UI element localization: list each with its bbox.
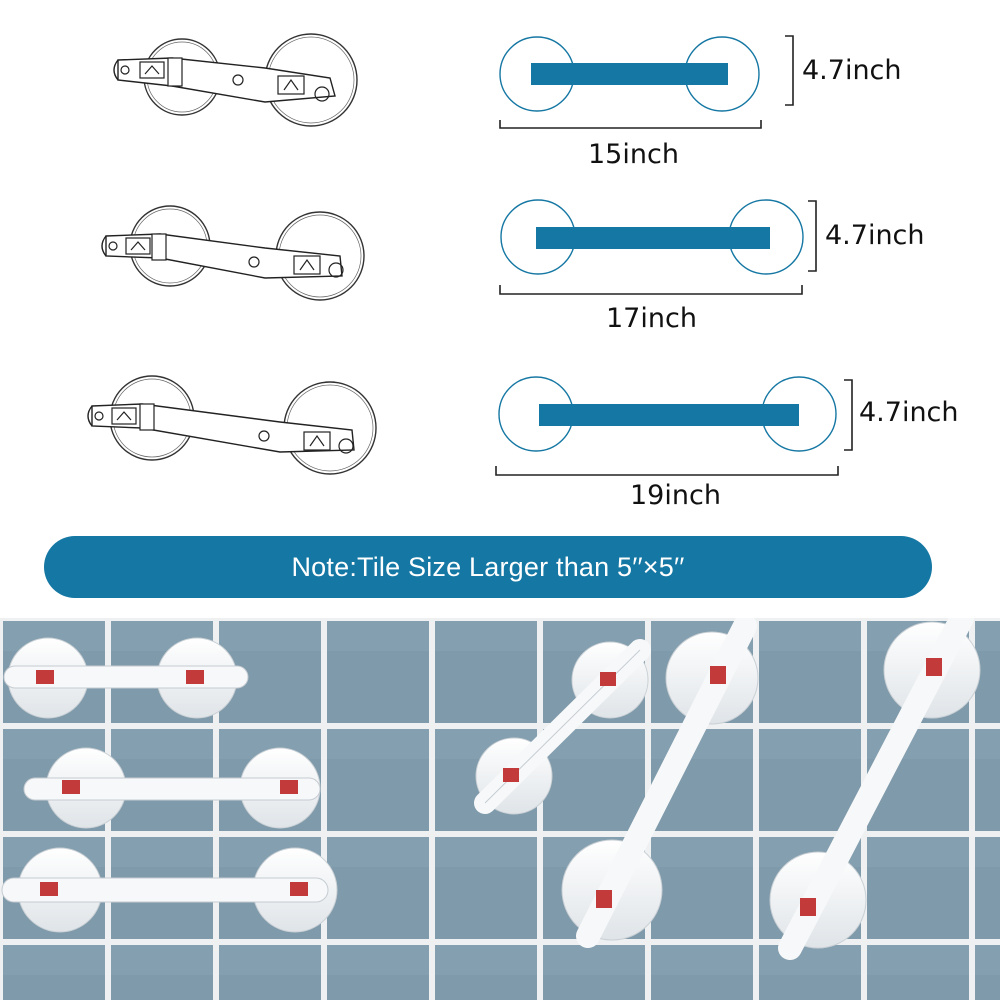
grab-bar-medium-photo: [23, 747, 321, 829]
size-17-schematic: [499, 199, 817, 295]
size-19-schematic: [495, 376, 853, 476]
grab-bar-15-drawing: [113, 33, 358, 127]
tile-wall-photo: [0, 618, 1000, 1000]
height-label-19: 4.7inch: [859, 397, 959, 428]
grab-bar-diagonal-medium-photo: [561, 618, 759, 948]
grab-bar-19-drawing: [87, 375, 377, 475]
size-diagram: [87, 33, 853, 476]
grab-bar-17-drawing: [101, 205, 365, 301]
height-label-15: 4.7inch: [802, 55, 902, 86]
tile-size-note-text: Note:Tile Size Larger than 5′′×5′′: [291, 551, 685, 582]
tile-size-note-banner: Note:Tile Size Larger than 5′′×5′′: [44, 536, 932, 598]
width-label-19: 19inch: [630, 480, 721, 511]
width-label-17: 17inch: [606, 303, 697, 334]
grab-bar-large-photo: [1, 847, 338, 933]
size-15-schematic: [499, 35, 794, 129]
height-label-17: 4.7inch: [825, 220, 925, 251]
grab-bar-small-photo: [3, 637, 249, 719]
width-label-15: 15inch: [588, 139, 679, 170]
grab-bar-diagonal-small-photo: [474, 639, 651, 815]
grab-bar-diagonal-large-photo: [769, 618, 981, 960]
